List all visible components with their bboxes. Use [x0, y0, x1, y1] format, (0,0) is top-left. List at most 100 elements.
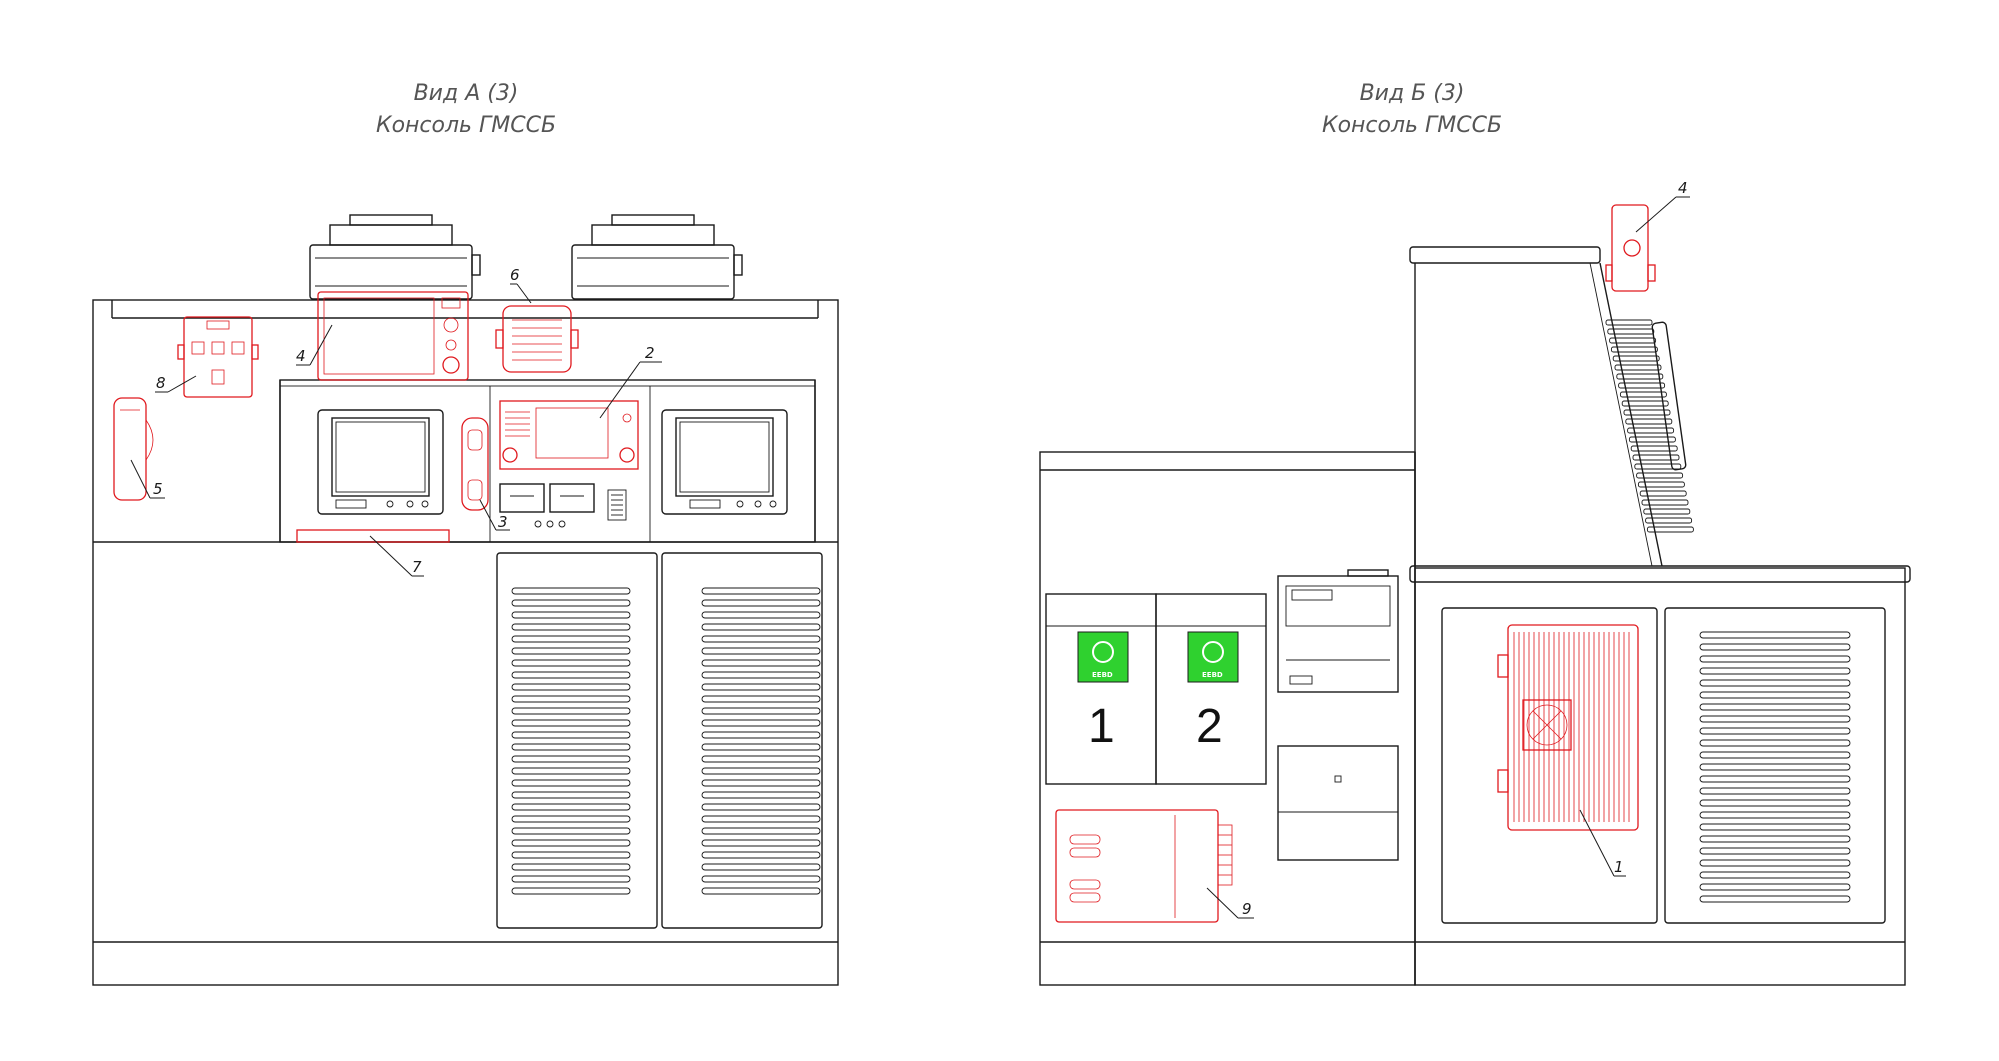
eebd-cabinets: EEBD EEBD 1 2	[1045, 593, 1267, 785]
louvre-slot	[701, 863, 821, 871]
louvre-slot	[511, 839, 631, 847]
louvre-slot	[1699, 763, 1851, 771]
tower-louvre	[1610, 346, 1658, 353]
terminal-display-b	[1605, 204, 1656, 292]
louvre-slot	[511, 755, 631, 763]
tower-louvre	[1618, 382, 1666, 389]
louvre-slot	[511, 815, 631, 823]
sign-label-2: EEBD	[1202, 671, 1223, 679]
louvre-slot	[1699, 859, 1851, 867]
cabinet-number-2: 2	[1196, 700, 1223, 753]
louvre-slot	[1699, 679, 1851, 687]
louvre-slot	[1699, 823, 1851, 831]
louvre-slot	[511, 731, 631, 739]
tower-louvre	[1630, 445, 1678, 452]
louvre-slot	[511, 599, 631, 607]
callout-6: 6	[510, 266, 520, 284]
louvre-slot	[701, 767, 821, 775]
louvre-slot	[701, 695, 821, 703]
callouts-b: 1 4 9	[1206, 179, 1690, 919]
tower-louvre	[1632, 454, 1680, 461]
small-box	[1277, 745, 1399, 861]
louvre-slot	[1699, 847, 1851, 855]
louvre-slot	[701, 635, 821, 643]
printer-right	[571, 214, 743, 300]
tower-louvre	[1643, 508, 1691, 515]
louvre-slot	[1699, 727, 1851, 735]
louvre-slot	[511, 791, 631, 799]
terminal-display-a	[317, 291, 469, 381]
louvre-slot	[701, 779, 821, 787]
tower-louvre	[1612, 355, 1660, 362]
louvre-slot	[511, 587, 631, 595]
louvre-slot	[701, 587, 821, 595]
louvre-slot	[1699, 739, 1851, 747]
louvre-slot	[1699, 703, 1851, 711]
louvre-slot	[701, 803, 821, 811]
tower-louvre	[1628, 436, 1676, 443]
louvre-slot	[701, 815, 821, 823]
callout-5: 5	[153, 480, 163, 498]
louvre-slot	[1699, 631, 1851, 639]
callout-4b: 4	[1678, 179, 1688, 197]
monitor-left	[317, 409, 444, 515]
printer-left	[309, 214, 481, 300]
louvre-slot	[701, 671, 821, 679]
louvre-slot	[511, 875, 631, 883]
vhf-radio	[499, 400, 639, 470]
callouts-a: 2 3 4 5 6 7 8	[130, 266, 662, 577]
callout-3: 3	[498, 513, 508, 531]
louvre-slot	[511, 707, 631, 715]
louvre-slot	[701, 719, 821, 727]
callout-4a: 4	[296, 347, 306, 365]
louvre-slot	[1699, 871, 1851, 879]
view-b-console: EEBD EEBD 1 2	[1039, 179, 1911, 986]
view-a-title-line2: Консоль ГМССБ	[375, 113, 557, 138]
louvre-slot	[1699, 643, 1851, 651]
tower-louvre	[1619, 391, 1667, 398]
louvre-slot	[1699, 775, 1851, 783]
louvre-slot	[511, 803, 631, 811]
louvre-doors-a	[496, 552, 823, 929]
view-a-title-line1: Вид А (3)	[413, 81, 519, 106]
louvre-slot	[701, 743, 821, 751]
louvre-slot	[511, 659, 631, 667]
red-strip	[296, 529, 450, 543]
callout-2: 2	[645, 344, 655, 362]
tower-louvre	[1609, 337, 1657, 344]
louvre-slot	[511, 719, 631, 727]
louvre-slot	[511, 767, 631, 775]
handheld-device	[113, 397, 154, 501]
callout-8: 8	[156, 374, 166, 392]
callout-1: 1	[1614, 858, 1624, 876]
louvre-slot	[701, 611, 821, 619]
tower-louvre	[1641, 499, 1689, 506]
callout-7: 7	[412, 558, 422, 576]
view-b-title-line2: Консоль ГМССБ	[1321, 113, 1503, 138]
louvre-slot	[511, 887, 631, 895]
tower-louvre	[1639, 490, 1687, 497]
louvre-slot	[701, 839, 821, 847]
loudspeaker	[495, 305, 579, 373]
louvre-slot	[511, 863, 631, 871]
louvre-slot	[511, 851, 631, 859]
louvre-slot	[1699, 691, 1851, 699]
view-b-title-line1: Вид Б (3)	[1359, 81, 1465, 106]
tower-louvre	[1621, 400, 1669, 407]
louvre-slot	[1699, 655, 1851, 663]
tower-louvre	[1637, 481, 1685, 488]
interface-unit	[1055, 809, 1233, 923]
tower-louvre	[1616, 373, 1664, 380]
louvre-slot	[701, 647, 821, 655]
printer-b	[1277, 569, 1399, 693]
meters	[499, 483, 627, 528]
louvre-slot	[701, 707, 821, 715]
tower-louvre	[1646, 526, 1694, 533]
louvre-slot	[701, 755, 821, 763]
louvre-slot	[511, 779, 631, 787]
louvre-slot	[701, 599, 821, 607]
tower-louvre	[1623, 409, 1671, 416]
louvre-slot	[511, 611, 631, 619]
louvre-slot	[701, 887, 821, 895]
louvre-slot	[511, 695, 631, 703]
